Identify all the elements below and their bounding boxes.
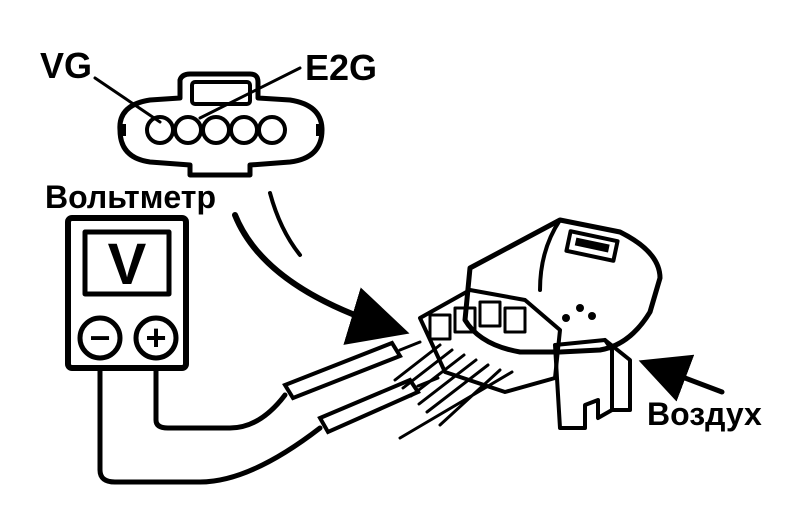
minus-probe: [317, 376, 440, 435]
air-flow-sensor-icon: [393, 217, 663, 440]
minus-terminal: [77, 315, 123, 361]
air-flow-arrow-icon: [638, 354, 725, 402]
label-vg: VG: [40, 45, 92, 86]
minus-test-lead-wire: [97, 365, 323, 485]
connector-icon: [117, 71, 325, 178]
label-voltmeter: Вольтметр: [45, 179, 216, 215]
e2g-leader-line: [198, 66, 302, 120]
minus-symbol: −: [89, 317, 110, 358]
label-air: Воздух: [647, 396, 762, 432]
arrow-tail-line: [268, 191, 302, 257]
connection-arrow-icon: [232, 212, 410, 345]
plus-test-lead-wire: [153, 365, 288, 431]
plus-probe: [282, 340, 422, 401]
meter-display-symbol: V: [108, 232, 147, 297]
label-e2g: E2G: [305, 47, 377, 88]
plus-terminal: [133, 315, 179, 361]
voltmeter-icon: V − +: [65, 215, 189, 371]
plus-symbol: +: [145, 317, 166, 358]
vg-leader-line: [93, 76, 162, 124]
